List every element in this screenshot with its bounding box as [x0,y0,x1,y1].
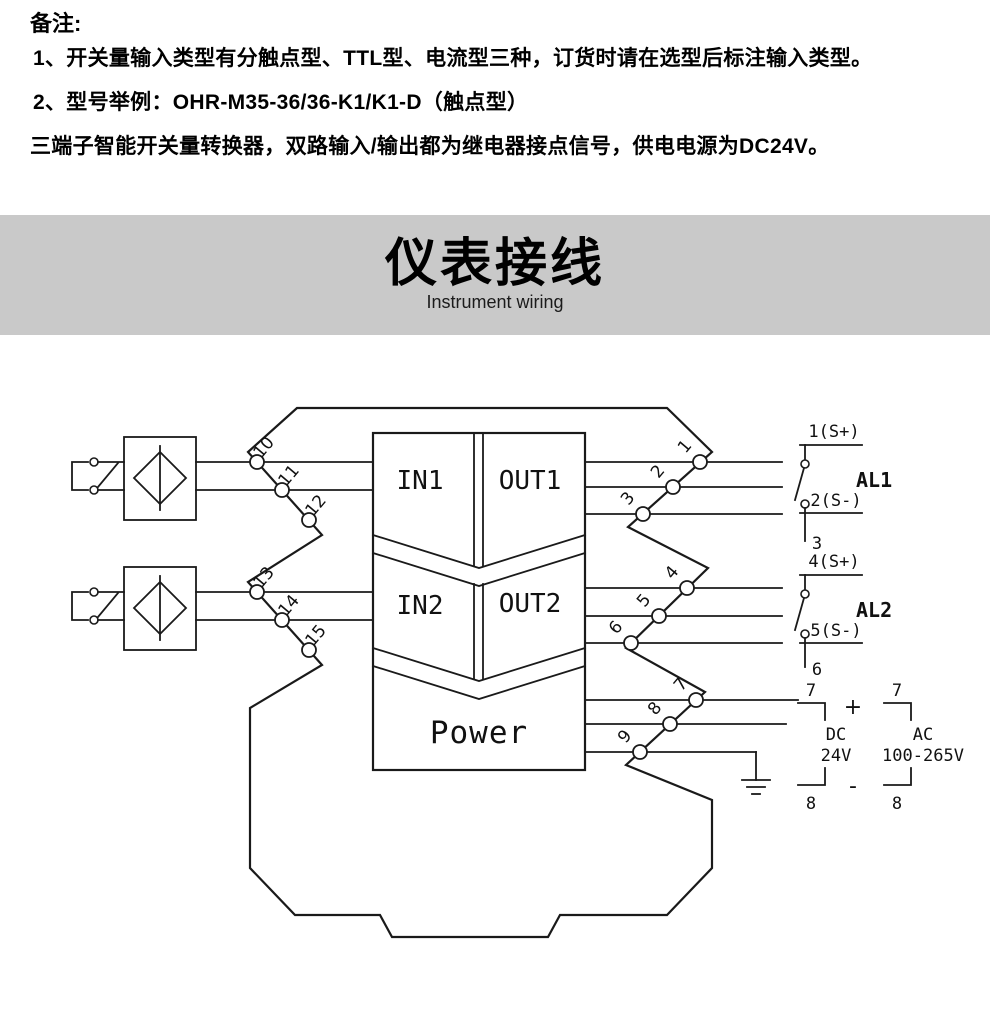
dc-label: DC [826,725,846,745]
dc-voltage: 24V [821,746,852,766]
terminal-label: 6 [605,617,627,638]
alarm1-name: AL1 [856,468,892,492]
terminal-circle [632,744,648,760]
relay-contact [800,499,810,509]
sensor-box [123,436,197,521]
switch-contact-symbol [71,461,89,491]
alarm2-name: AL2 [856,598,892,622]
alarm1-splus-label: 1(S+) [808,422,859,442]
module-label-power: Power [430,715,528,751]
notes-heading: 备注: [30,11,82,36]
terminal-circle [301,512,317,528]
terminal-circle [662,716,678,732]
plus-sign: + [844,695,862,720]
terminal-circle [651,608,667,624]
dc-terminal-7: 7 [806,681,816,701]
terminals-left: 10 11 12 13 14 15 [249,433,331,658]
relay-contact [800,589,810,599]
terminal-circle [688,692,704,708]
alarm2-spare-terminal: 6 [812,660,822,680]
ac-voltage: 100-265V [882,746,964,766]
alarm-output-2: 4(S+) 5(S-) AL2 6 [793,552,892,680]
terminal-label: 2 [647,461,669,482]
note-line-3: 三端子智能开关量转换器，双路输入/输出都为继电器接点信号，供电电源为DC24V。 [30,135,830,158]
note-line-2: 2、型号举例：OHR-M35-36/36-K1/K1-D（触点型） [33,91,529,114]
terminals-right: 1 2 3 4 5 6 7 8 9 [605,436,708,760]
alarm2-splus-label: 4(S+) [808,552,859,572]
dc-terminal-8: 8 [806,794,816,814]
module-label-out2: OUT2 [499,589,562,619]
relay-contact [800,629,810,639]
terminal-label: 1 [674,436,696,457]
din-housing-outline [246,406,714,939]
terminal-circle [249,584,265,600]
terminal-label: 7 [670,674,692,695]
input-channel-2 [71,566,374,651]
terminal-label: 9 [614,726,636,747]
relay-contact [800,459,810,469]
terminal-circle [249,454,265,470]
terminal-label: 5 [633,590,655,611]
relay-blade [793,596,806,632]
terminal-circle [692,454,708,470]
terminal-label: 4 [661,562,683,583]
module-section-dividers [371,432,587,700]
switch-contact-symbol [71,591,89,621]
terminal-circle [301,642,317,658]
switch-blade [96,461,120,489]
module-label-out1: OUT1 [499,466,562,496]
alarm-output-1: 1(S+) 2(S-) AL1 3 [793,422,892,554]
alarm1-spare-terminal: 3 [812,534,822,554]
switch-terminal [89,587,99,597]
switch-terminal [89,615,99,625]
note-line-1: 1、开关量输入类型有分触点型、TTL型、电流型三种，订货时请在选型后标注输入类型… [33,47,873,70]
section-banner: 仪表接线 Instrument wiring [0,215,990,335]
minus-sign: - [849,774,857,799]
terminal-label: 3 [617,488,639,509]
wiring-diagram: IN1 OUT1 IN2 OUT2 Power 10 11 12 13 14 1… [71,406,964,939]
module-body [371,431,587,772]
module-label-in1: IN1 [397,466,444,496]
relay-blade [793,466,806,502]
ac-terminal-8: 8 [892,794,902,814]
power-supply-block: 7 + 7 DC 24V AC 100-265V - 8 8 [797,681,964,814]
terminal-circle [274,612,290,628]
input-channel-1 [71,436,374,521]
terminal-circle [623,635,639,651]
terminal-circle [635,506,651,522]
switch-terminal [89,485,99,495]
terminal-circle [274,482,290,498]
switch-terminal [89,457,99,467]
banner-subtitle: Instrument wiring [426,291,564,312]
terminal-label: 8 [644,698,666,719]
ground-symbol [741,779,771,795]
converter-module: IN1 OUT1 IN2 OUT2 Power [371,431,587,772]
sensor-box [123,566,197,651]
output-wires [584,461,799,781]
switch-blade [96,591,120,619]
ac-terminal-7: 7 [892,681,902,701]
alarm1-sminus-label: 2(S-) [810,491,861,511]
ac-label: AC [913,725,933,745]
module-label-in2: IN2 [397,591,444,621]
terminal-circle [665,479,681,495]
terminal-circle [679,580,695,596]
alarm2-sminus-label: 5(S-) [810,621,861,641]
banner-title: 仪表接线 [384,235,605,294]
